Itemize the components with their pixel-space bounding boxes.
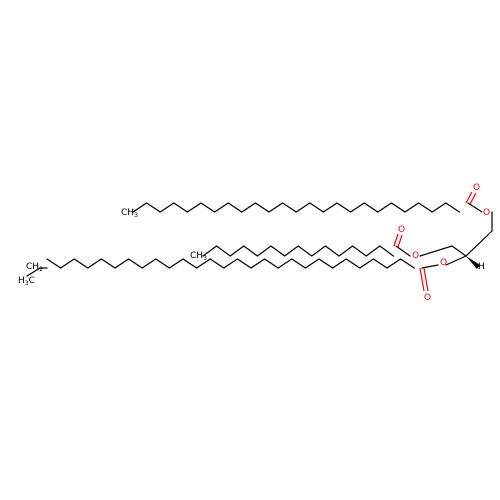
carbonyl-mid-b bbox=[397, 234, 403, 248]
mid-ester-bond bbox=[395, 245, 411, 257]
carbonyl-top-a bbox=[465, 191, 473, 204]
carbonyl-bottom-a bbox=[419, 267, 425, 292]
glycerol-bond-2 bbox=[465, 230, 493, 257]
ester-oxygen-top: O bbox=[483, 208, 490, 218]
bottom-acyl-chain bbox=[46, 258, 415, 269]
ester-oxygen-bottom: O bbox=[440, 258, 447, 268]
carbonyl-oxygen-bottom: O bbox=[424, 293, 431, 303]
methyl-top-label: CH3 bbox=[121, 208, 138, 219]
bottom-ester-bond-b bbox=[421, 264, 439, 269]
bond-lines bbox=[26, 202, 493, 277]
carbonyl-top-b bbox=[469, 192, 477, 205]
top-acyl-chain bbox=[132, 202, 460, 213]
stereo-wedge-bond bbox=[466, 256, 480, 269]
ethyl-bond bbox=[26, 267, 41, 277]
carbonyl-mid-a bbox=[393, 233, 399, 247]
carbonyl-bottom-b bbox=[423, 267, 429, 292]
branch-methyl-label: CH2 bbox=[26, 262, 43, 273]
carbonyl-oxygen-mid: O bbox=[398, 225, 405, 235]
ethyl-terminal-label: H3C bbox=[18, 276, 35, 287]
carbonyl-double-bonds bbox=[393, 191, 477, 292]
ester-oxygen-mid: O bbox=[412, 251, 419, 261]
middle-acyl-chain bbox=[202, 245, 394, 257]
carbonyl-oxygen-top: O bbox=[473, 183, 480, 193]
methyl-mid-label: CH3 bbox=[190, 251, 207, 262]
glycerol-bond-4 bbox=[419, 245, 453, 257]
stereo-hydrogen: H bbox=[478, 262, 485, 272]
top-ester-bond bbox=[467, 202, 483, 213]
glycerol-bond-3 bbox=[451, 245, 467, 257]
bottom-ester-bond-a bbox=[445, 255, 467, 266]
